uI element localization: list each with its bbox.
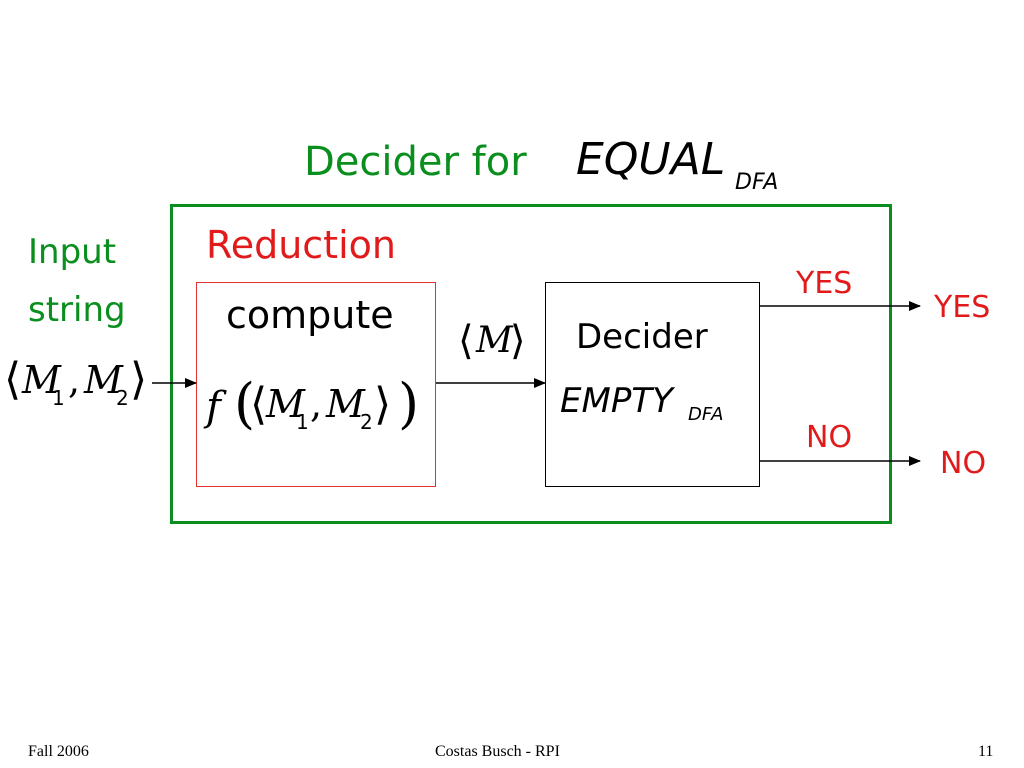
intermediate-expression: ⟨ M ⟩ <box>458 318 538 368</box>
right-paren: ) <box>398 372 420 435</box>
compute-label: compute <box>226 293 394 337</box>
decider-language-subscript: DFA <box>688 404 724 425</box>
machine-m1: M <box>22 358 61 402</box>
input-label-line1: Input <box>28 232 117 272</box>
footer-author: Costas Busch - RPI <box>435 743 560 760</box>
footer-page-number: 11 <box>978 743 994 760</box>
function-f: f <box>206 384 221 430</box>
comma: , <box>310 382 323 426</box>
decider-language: EMPTY <box>560 381 673 421</box>
subscript-1: 1 <box>296 410 309 434</box>
title-prefix: Decider for <box>304 139 527 185</box>
subscript-1: 1 <box>52 386 65 410</box>
machine-m: M <box>476 320 513 361</box>
right-angle: ⟩ <box>130 354 148 405</box>
equal-dfa-decider-box <box>170 204 892 524</box>
right-angle: ⟩ <box>510 318 526 364</box>
machine-m2: M <box>326 382 365 426</box>
comma: , <box>68 358 81 402</box>
left-angle: ⟨ <box>250 379 268 430</box>
left-angle: ⟨ <box>458 318 474 364</box>
reduction-label: Reduction <box>206 223 396 267</box>
title-language: EQUAL <box>576 134 726 185</box>
input-label-line2: string <box>28 290 126 330</box>
subscript-2: 2 <box>360 410 373 434</box>
inner-yes-label: YES <box>796 266 853 301</box>
footer-date: Fall 2006 <box>28 743 89 760</box>
reduction-function: f ( ⟨ M 1 , M 2 ⟩ ) <box>204 376 432 446</box>
subscript-2: 2 <box>116 386 129 410</box>
machine-m1: M <box>266 382 305 426</box>
title-language-subscript: DFA <box>735 170 779 195</box>
outer-no-label: NO <box>940 446 987 481</box>
decider-label: Decider <box>576 317 708 357</box>
machine-m2: M <box>84 358 123 402</box>
outer-yes-label: YES <box>934 290 991 325</box>
right-angle: ⟩ <box>374 379 392 430</box>
left-paren: ( <box>234 372 256 435</box>
left-angle: ⟨ <box>4 354 22 405</box>
inner-no-label: NO <box>806 420 853 455</box>
